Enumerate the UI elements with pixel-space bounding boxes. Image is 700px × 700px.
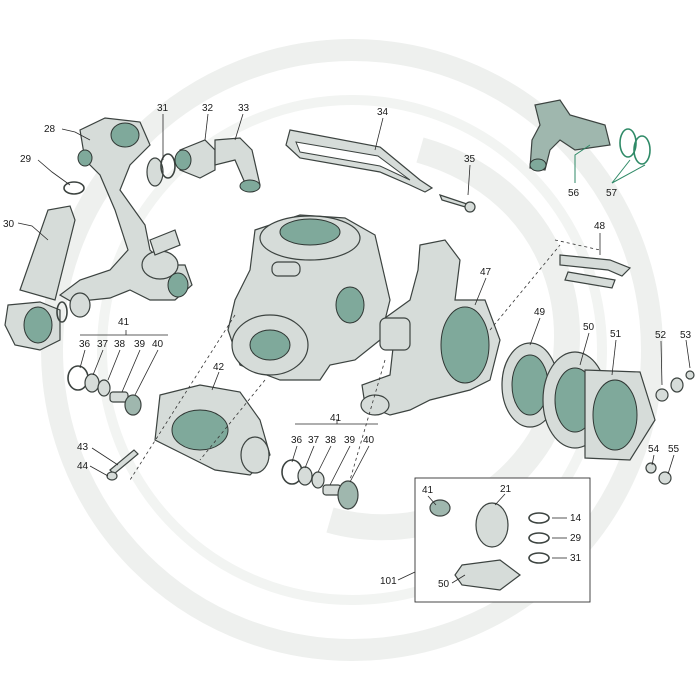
callout-31: 31 [157,103,169,114]
callout-50-kit: 50 [438,579,450,590]
callout-36-center: 36 [291,435,303,446]
callout-40-center: 40 [363,435,375,446]
callout-37-upper: 37 [97,339,109,350]
callout-33: 33 [238,103,250,114]
callout-38-upper: 38 [114,339,126,350]
callout-101: 101 [380,576,397,587]
valve-stack-left [67,365,142,416]
leader-lines [17,113,691,584]
suction-pipe-assembly [4,117,193,351]
clamp-bracket [285,129,476,213]
callout-32: 32 [202,103,214,114]
callout-34: 34 [377,107,389,118]
callout-52: 52 [655,330,667,341]
callout-40-upper: 40 [152,339,164,350]
callout-47: 47 [480,267,492,278]
callout-41-upper: 41 [118,317,130,328]
callout-31-kit: 31 [570,553,582,564]
callout-21: 21 [500,484,512,495]
callout-57: 57 [606,188,618,199]
callout-35: 35 [464,154,476,165]
callout-56: 56 [568,188,580,199]
callout-41-kit: 41 [422,485,434,496]
hose-fitting-group [146,137,261,193]
callout-53: 53 [680,330,692,341]
callout-38-center: 38 [325,435,337,446]
callout-39-upper: 39 [134,339,146,350]
callout-14: 14 [570,513,582,524]
callout-44: 44 [77,461,89,472]
small-fittings-right [645,370,695,485]
callout-41-center: 41 [330,413,342,424]
callout-30: 30 [3,219,15,230]
retaining-pin [559,254,632,289]
callout-49: 49 [534,307,546,318]
callout-37-center: 37 [308,435,320,446]
repair-kit-box [414,477,591,603]
callout-29-kit: 29 [570,533,582,544]
callout-28: 28 [44,124,56,135]
callout-43: 43 [77,442,89,453]
callout-36-upper: 36 [79,339,91,350]
callout-29: 29 [20,154,32,165]
callout-51: 51 [610,329,622,340]
outlet-nozzle-group [529,99,651,172]
screws-lower-left [106,449,139,481]
crank-housing [360,239,501,416]
callout-54: 54 [648,444,660,455]
callout-48: 48 [594,221,606,232]
pump-body [227,214,391,381]
callout-42: 42 [213,362,225,373]
callout-39-center: 39 [344,435,356,446]
callout-labels: 28 29 30 31 32 33 34 35 56 57 48 47 49 5… [3,103,692,590]
diaphragm-head-group [501,342,656,461]
callout-55: 55 [668,444,680,455]
callout-50: 50 [583,322,595,333]
assembly-lines [129,239,601,481]
inlet-manifold [154,384,271,476]
valve-stack-center [281,459,359,510]
